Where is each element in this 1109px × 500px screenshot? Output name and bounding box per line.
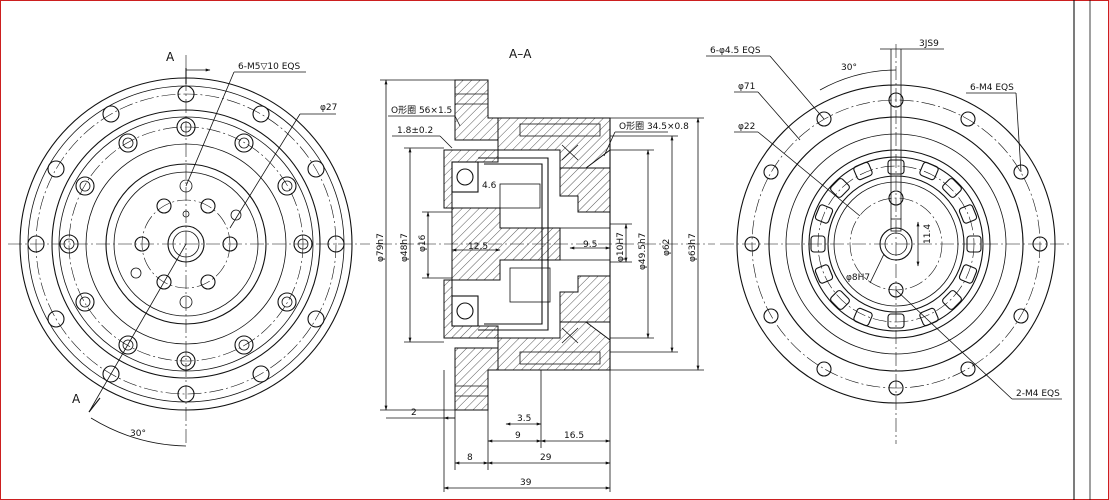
bearing-lower	[451, 295, 479, 327]
bearing-upper	[451, 161, 479, 193]
front-view: A A 6-M5▽10 EQS φ27 30°	[8, 50, 370, 447]
output-upper	[559, 167, 611, 213]
dim-16-5-label: 16.5	[564, 431, 584, 441]
rear-tap-lower	[888, 282, 904, 298]
dim-63-label: φ63h7	[688, 233, 698, 262]
dim-79-label: φ79h7	[376, 233, 386, 262]
oring-1-label: O形圈 56×1.5	[391, 104, 452, 116]
front-angle-arc	[90, 417, 187, 447]
dia27-leader	[229, 113, 301, 229]
section-view: A–A O形圈 56×1.5	[376, 47, 715, 492]
rear-bore	[879, 227, 913, 261]
front-flange-holes	[27, 85, 345, 403]
dim-16-label: φ16	[418, 234, 428, 252]
rear-roller-pitch	[817, 165, 975, 323]
section-line-bottom	[88, 397, 101, 413]
oring-2-label: O形圈 34.5×0.8	[619, 120, 689, 132]
rear-bearing-outer-2	[808, 156, 984, 332]
front-hub-step	[113, 171, 259, 317]
dim-4-6-label: 4.6	[482, 181, 497, 191]
rear-outer-flange	[736, 84, 1056, 404]
dim-48-label: φ48h7	[400, 233, 410, 262]
rear-tap-upper	[888, 190, 904, 206]
section-title: A–A	[509, 47, 532, 61]
hub-upper-pocket	[499, 183, 541, 209]
dia-22-label: φ22	[738, 122, 755, 132]
output-lower	[559, 275, 611, 323]
dim-49-label: φ49.5h7	[638, 233, 648, 270]
dim-2-label: 2	[411, 408, 417, 418]
chamfer-label: 1.8±0.2	[397, 126, 433, 136]
rear-bore-inner	[884, 232, 908, 256]
front-bolt-circle-outer	[35, 93, 337, 395]
rear-angle-arc	[819, 69, 897, 91]
dim-29-label: 29	[540, 453, 552, 463]
bore-label: φ8H7	[846, 273, 870, 283]
holes-45-label: 6-φ4.5 EQS	[710, 46, 761, 56]
rear-flange-holes	[744, 92, 1048, 396]
flange-upper	[454, 79, 499, 141]
rear-angle-label: 30°	[841, 63, 857, 73]
keyway-label: 3JS9	[919, 39, 939, 49]
rear-bearing-inner	[827, 175, 965, 313]
dim-3-5-label: 3.5	[517, 414, 531, 424]
dim-12-5-label: 12.5	[468, 242, 488, 252]
dim-10-label: φ10H7	[616, 232, 626, 262]
front-bolt-circle-mid	[68, 126, 304, 362]
section-mark-bottom: A	[72, 392, 81, 406]
threads-m4-label: 6-M4 EQS	[970, 83, 1014, 93]
section-cut-line	[88, 243, 187, 413]
front-hub	[105, 163, 267, 325]
bolt-upper	[519, 123, 601, 137]
rear-body	[768, 116, 1024, 372]
front-inner-holes	[130, 179, 242, 309]
hub-lower-pocket	[509, 267, 551, 303]
dim-62-label: φ62	[662, 239, 672, 256]
section-mark-top: A	[166, 50, 175, 64]
dim-9-5-label: 9.5	[583, 240, 597, 250]
rear-bearing-inner-2	[833, 181, 959, 307]
keyway	[890, 218, 902, 232]
bolt-lower	[519, 351, 601, 365]
front-body-ring	[51, 109, 321, 379]
housing-lower	[497, 321, 611, 371]
dim-39-label: 39	[520, 478, 532, 488]
flange-lower	[454, 347, 499, 411]
dia-71-label: φ71	[738, 82, 755, 92]
rear-view: 6-φ4.5 EQS 30° 3JS9 6-M4 EQS φ71 φ22 11.…	[706, 39, 1070, 444]
rear-body-step	[785, 133, 1007, 355]
thread-leader	[185, 71, 235, 187]
front-bolt-circle-inner	[141, 199, 231, 289]
front-bore-inner	[172, 230, 200, 258]
threads-2m4-label: 2-M4 EQS	[1016, 389, 1060, 399]
front-mid-holes	[59, 117, 313, 371]
front-angle-label: 30°	[130, 429, 146, 439]
dia27-label: φ27	[320, 103, 337, 113]
front-bore	[167, 225, 205, 263]
dim-8-label: 8	[467, 453, 473, 463]
rear-bearing-outer	[801, 149, 991, 339]
front-body-step	[58, 116, 314, 372]
dim-11-4-label: 11.4	[923, 224, 933, 244]
housing-upper	[497, 117, 611, 169]
rear-rollers	[810, 159, 982, 329]
thread-callout: 6-M5▽10 EQS	[238, 62, 300, 72]
dim-9-label: 9	[515, 431, 521, 441]
rear-bolt-circle	[751, 99, 1041, 389]
front-inner-ring	[85, 143, 287, 345]
